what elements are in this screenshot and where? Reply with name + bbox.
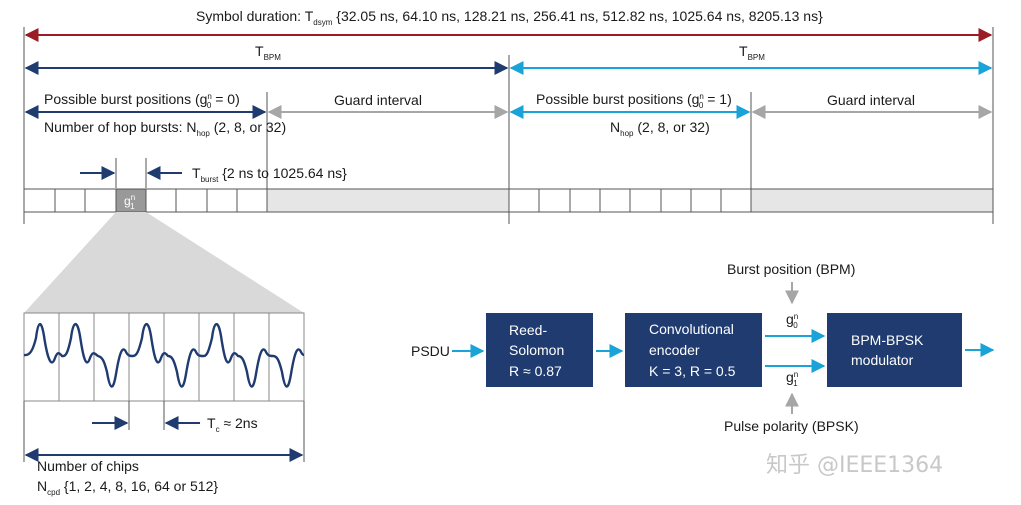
- slot: [54, 188, 86, 213]
- bpm-bpsk-modulator-block: [827, 313, 962, 387]
- left-slot-row: [23, 188, 268, 213]
- slot: [84, 188, 117, 213]
- slot: [538, 188, 571, 213]
- tbpm-right-label: TBPM: [739, 43, 765, 62]
- right-hop-bursts-label: Nhop (2, 8, or 32): [610, 119, 710, 138]
- conv-line1: Convolutional: [649, 321, 734, 337]
- slot: [720, 188, 752, 213]
- tbpm-left-label: TBPM: [255, 43, 281, 62]
- pulse-polarity-label: Pulse polarity (BPSK): [724, 418, 859, 434]
- zoom-projection: [24, 212, 304, 313]
- conv-line3: K = 3, R = 0.5: [649, 363, 736, 379]
- mod-line2: modulator: [851, 352, 914, 368]
- reed-solomon-block: [486, 313, 593, 387]
- psdu-label: PSDU: [411, 343, 450, 359]
- symbol-duration-label: Symbol duration: Tdsym {32.05 ns, 64.10 …: [196, 8, 823, 27]
- chips-count-line2: Ncpd {1, 2, 4, 8, 16, 64 or 512}: [37, 478, 218, 497]
- slot: [660, 188, 692, 213]
- tburst-label: Tburst {2 ns to 1025.64 ns}: [192, 165, 347, 184]
- left-guard-band: [266, 188, 510, 213]
- chip-waveform: [23, 323, 305, 388]
- reed-solomon-line3: R ≈ 0.87: [509, 363, 562, 379]
- chip-dividers: [58, 313, 270, 401]
- slot: [236, 188, 268, 213]
- reed-solomon-line1: Reed-: [509, 322, 547, 338]
- left-guard-label: Guard interval: [334, 92, 422, 108]
- left-hop-bursts-label: Number of hop bursts: Nhop (2, 8, or 32): [44, 119, 286, 138]
- burst-position-label: Burst position (BPM): [727, 261, 855, 277]
- mod-line1: BPM-BPSK: [851, 332, 924, 348]
- tc-label: Tc ≈ 2ns: [207, 415, 258, 434]
- slot: [206, 188, 238, 213]
- slot: [629, 188, 662, 213]
- slot: [599, 188, 631, 213]
- right-guard-label: Guard interval: [827, 92, 915, 108]
- watermark: 知乎 @IEEE1364: [766, 453, 943, 478]
- right-guard-band: [750, 188, 994, 213]
- slot: [508, 188, 540, 213]
- slot: [145, 188, 177, 213]
- conv-line2: encoder: [649, 342, 700, 358]
- slot: [23, 188, 56, 213]
- slot: [569, 188, 601, 213]
- slot: [690, 188, 722, 213]
- convolutional-encoder-block: [625, 313, 762, 387]
- chips-count-line1: Number of chips: [37, 458, 139, 474]
- slot: [175, 188, 208, 213]
- right-slot-row: [508, 188, 752, 213]
- reed-solomon-line2: Solomon: [509, 342, 564, 358]
